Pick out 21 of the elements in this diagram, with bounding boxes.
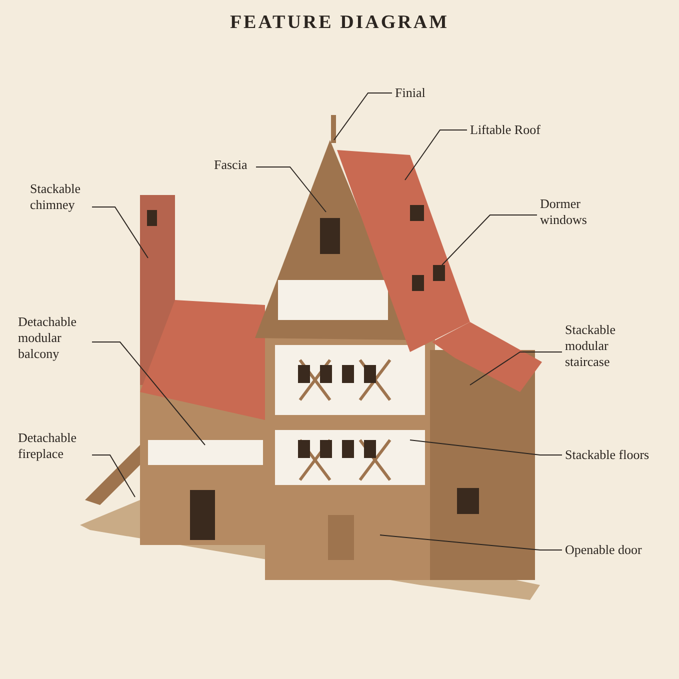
leader-line: [92, 206, 148, 258]
callout-label: Detachable modular balcony: [18, 314, 90, 362]
diagram-title: FEATURE DIAGRAM: [228, 12, 450, 34]
callout-label: Dormer windows: [540, 196, 602, 228]
callout-label: Stackable chimney: [30, 181, 92, 213]
leader-line: [404, 130, 468, 180]
callout-label: Stackable floors: [565, 447, 675, 463]
leader-line: [334, 92, 392, 140]
leader-line: [410, 440, 562, 456]
callout-label: Fascia: [214, 157, 259, 173]
callout-label: Finial: [395, 85, 455, 101]
callout-label: Stackable modular staircase: [565, 322, 631, 370]
leader-line: [470, 352, 562, 386]
callout-label: Liftable Roof: [470, 122, 580, 138]
callout-label: Openable door: [565, 542, 675, 558]
leader-line: [92, 454, 136, 498]
leader-line: [256, 166, 326, 212]
leader-line: [92, 342, 206, 446]
leader-line: [442, 214, 538, 266]
callout-label: Detachable fireplace: [18, 430, 90, 462]
leader-line: [380, 534, 562, 550]
